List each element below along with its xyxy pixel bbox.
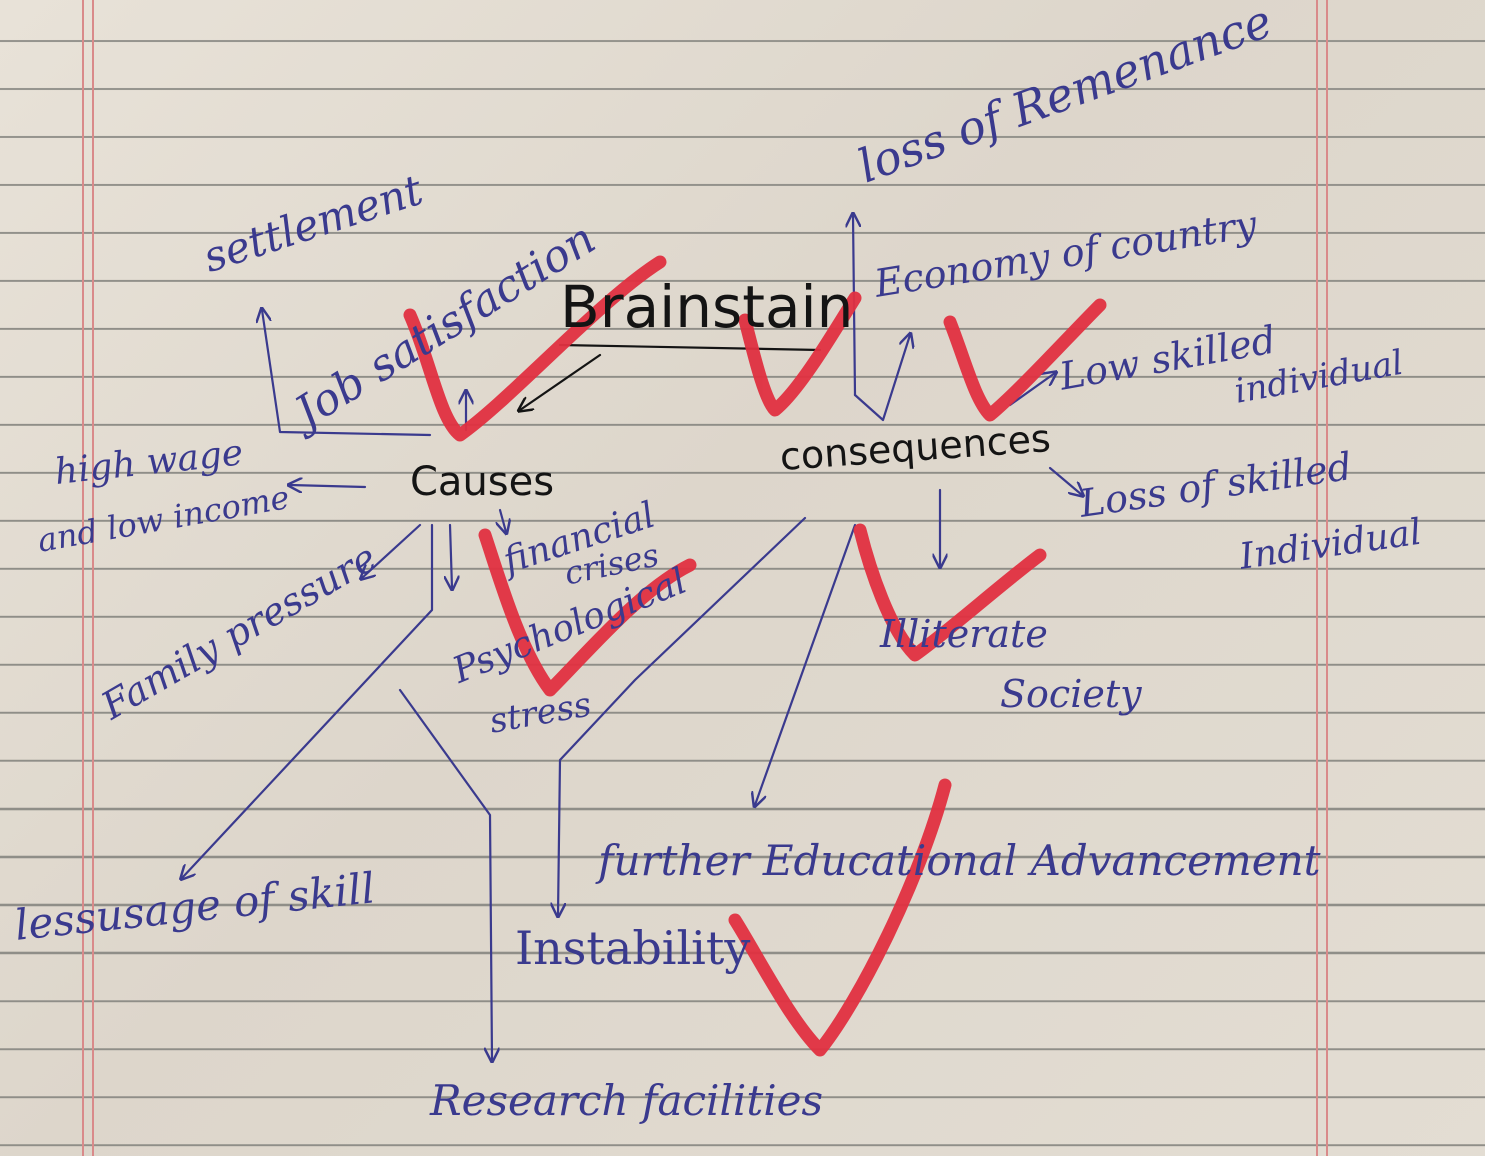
margin-rule-left-2 bbox=[92, 0, 94, 1156]
arrow-to-research-facilities bbox=[398, 688, 492, 1060]
cause-instability: Instability bbox=[515, 921, 751, 975]
arrow-to-high-wage bbox=[290, 485, 367, 487]
arrow-to-instability bbox=[558, 516, 807, 915]
teacher-checkmark-icon bbox=[943, 298, 1107, 422]
teacher-checkmark-icon bbox=[738, 291, 862, 417]
arrow-brainstain-to-causes bbox=[520, 353, 602, 410]
causes-label: Causes bbox=[410, 459, 555, 505]
cause-research-facilities: Research facilities bbox=[430, 1076, 824, 1125]
margin-rule-left-1 bbox=[82, 0, 84, 1156]
arrow-to-further-education bbox=[755, 523, 857, 805]
arrow-to-lessusage-of-skill bbox=[182, 523, 434, 878]
teacher-checkmark-icon bbox=[478, 528, 697, 697]
arrow-to-psychological bbox=[450, 523, 452, 588]
margin-rule-right-2 bbox=[1326, 0, 1328, 1156]
arrow-to-low-skilled bbox=[1008, 373, 1055, 407]
teacher-checkmark-icon bbox=[853, 523, 1047, 662]
arrow-to-family-pressure bbox=[362, 523, 422, 578]
center-underline bbox=[558, 343, 822, 352]
margin-rule-right-1 bbox=[1316, 0, 1318, 1156]
arrow-to-loss-of-skilled bbox=[1048, 466, 1082, 495]
zigzag-connector bbox=[853, 335, 910, 422]
consequence-further-education: further Educational Advancement bbox=[598, 836, 1321, 885]
consequence-society: Society bbox=[1000, 672, 1142, 716]
arrow-to-financial bbox=[500, 508, 506, 532]
teacher-checkmark-icon bbox=[403, 255, 667, 442]
consequence-illiterate: Illiterate bbox=[880, 612, 1048, 656]
arrow-to-settlement bbox=[262, 310, 432, 437]
teacher-checkmark-icon bbox=[728, 778, 952, 1057]
center-topic-brainstain: Brainstain bbox=[560, 273, 854, 341]
